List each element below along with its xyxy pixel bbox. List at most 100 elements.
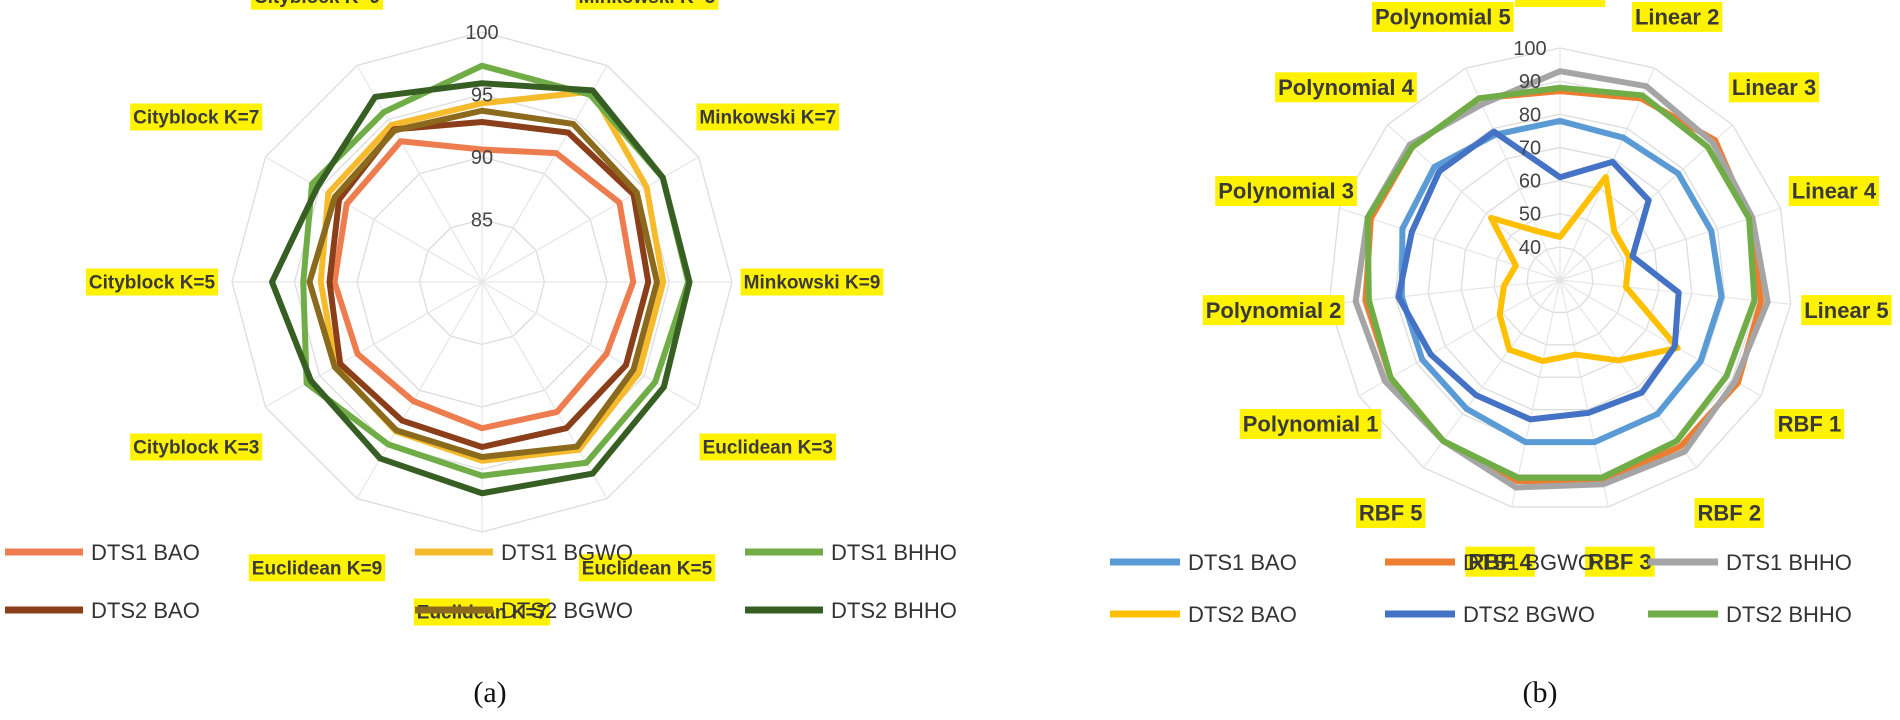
tick-label: 60 xyxy=(1519,171,1541,193)
axis-label-highlight xyxy=(1788,176,1880,207)
axis-label-text: RBF 5 xyxy=(1359,501,1423,526)
grid-spoke xyxy=(356,281,483,499)
tick-label: 90 xyxy=(471,147,493,169)
axis-label-text: Linear 5 xyxy=(1804,298,1888,323)
series-line-dts2-bgwo xyxy=(306,107,660,460)
legend-item-dts2-bhho: DTS2 BHHO xyxy=(1648,602,1852,627)
tick-label: 90 xyxy=(1519,71,1541,93)
chart-caption-a: (a) xyxy=(473,676,506,709)
axis-label-highlight xyxy=(1514,0,1606,7)
axis-label-rbf-5: RBF 5 xyxy=(1355,497,1426,528)
axis-label-linear-5: Linear 5 xyxy=(1801,295,1892,326)
axis-label-euclidean-k-9: Euclidean K=9 xyxy=(248,554,386,582)
axis-label-highlight xyxy=(1215,176,1357,207)
axis-label-text: Euclidean K=5 xyxy=(582,558,713,579)
grid-spoke xyxy=(265,281,483,408)
axis-label-text: Minkowski K=7 xyxy=(699,108,836,129)
grid-spoke xyxy=(481,65,608,283)
legend-item-dts1-bgwo: DTS1 BGWO xyxy=(1385,550,1595,575)
axis-label-polynomial-5: Polynomial 5 xyxy=(1372,1,1514,32)
axis-label-highlight xyxy=(1728,72,1820,103)
axis-label-text: Polynomial 4 xyxy=(1278,75,1414,100)
axis-label-euclidean-k-5: Euclidean K=5 xyxy=(578,554,716,582)
axis-label-text: Cityblock K=9 xyxy=(254,0,380,8)
grid-spoke xyxy=(1559,67,1655,281)
axis-label-rbf-1: RBF 1 xyxy=(1774,409,1845,439)
axis-label-cityblock-k-7: Cityblock K=7 xyxy=(130,103,263,131)
axis-label-linear-2: Linear 2 xyxy=(1631,1,1723,32)
axis-label-highlight xyxy=(1465,546,1535,577)
axis-label-highlight xyxy=(85,268,219,296)
axis-label-text: Polynomial 1 xyxy=(1243,412,1379,437)
grid-spoke xyxy=(1559,279,1697,469)
axis-label-minkowski-k-9: Minkowski K=9 xyxy=(740,268,884,296)
tick-label: 85 xyxy=(471,210,493,232)
tick-label: 40 xyxy=(1519,237,1541,259)
axis-label-highlight xyxy=(1801,295,1892,326)
axis-label-text: Linear 2 xyxy=(1635,5,1719,30)
axis-label-highlight xyxy=(248,554,386,582)
axis-label-highlight xyxy=(1774,409,1845,439)
legend-label: DTS1 BGWO xyxy=(1463,550,1595,575)
axis-label-highlight xyxy=(696,103,840,131)
axis-label-highlight xyxy=(130,103,263,131)
axis-label-rbf-3: RBF 3 xyxy=(1585,546,1655,577)
axis-label-minkowski-k-5: Minkowski K=5 xyxy=(575,0,719,10)
axis-label-text: Euclidean K=9 xyxy=(252,558,382,579)
axis-label-text: Cityblock K=3 xyxy=(133,438,259,459)
grid-spoke xyxy=(481,156,699,283)
axis-label-highlight xyxy=(130,433,263,461)
tick-label: 70 xyxy=(1519,137,1541,159)
legend-item-dts1-bgwo: DTS1 BGWO xyxy=(415,540,633,565)
series-line-dts2-bao xyxy=(1488,174,1681,365)
axis-label-text: Linear 4 xyxy=(1792,179,1877,204)
axis-label-text: RBF 3 xyxy=(1588,549,1652,574)
axis-label-highlight xyxy=(699,433,836,461)
legend-label: DTS2 BHHO xyxy=(831,598,957,623)
series-line-dts1-bao xyxy=(1398,117,1725,446)
axis-label-highlight xyxy=(1355,497,1426,528)
legend-label: DTS1 BAO xyxy=(91,540,200,565)
legend-label: DTS1 BGWO xyxy=(501,540,633,565)
radar-grid-b xyxy=(1328,47,1792,508)
legend-label: DTS1 BHHO xyxy=(1726,550,1852,575)
axis-label-text: Polynomial 5 xyxy=(1375,5,1511,30)
axis-label-cityblock-k-5: Cityblock K=5 xyxy=(85,268,219,296)
grid-spoke xyxy=(1559,207,1781,281)
tick-label: 80 xyxy=(1519,104,1541,126)
legend-label: DTS2 BGWO xyxy=(1463,602,1595,627)
axis-label-text: Polynomial 3 xyxy=(1218,179,1354,204)
axis-label-rbf-4: RBF 4 xyxy=(1465,546,1535,577)
axis-label-minkowski-k-7: Minkowski K=7 xyxy=(696,103,840,131)
grid-ring xyxy=(1526,246,1594,314)
tick-label: 100 xyxy=(465,22,498,44)
grid-spoke xyxy=(356,65,483,283)
legend-a: DTS1 BAO DTS1 BGWO DTS1 BHHO DTS2 BAO DTS2 B… xyxy=(5,540,957,623)
axis-label-rbf-2: RBF 2 xyxy=(1694,497,1765,528)
grid-ring xyxy=(1427,146,1693,411)
axis-label-highlight xyxy=(1585,546,1655,577)
tick-label: 50 xyxy=(1519,204,1541,226)
legend-item-dts2-bao: DTS2 BAO xyxy=(5,598,200,623)
chart-caption-b: (b) xyxy=(1523,676,1558,709)
legend-label: DTS1 BAO xyxy=(1188,550,1297,575)
axis-label-linear-3: Linear 3 xyxy=(1728,72,1820,103)
axis-label-highlight xyxy=(578,554,716,582)
axis-label-text: Linear 1 xyxy=(1518,0,1602,5)
legend-item-dts1-bhho: DTS1 BHHO xyxy=(1648,550,1852,575)
axis-label-text: Minkowski K=9 xyxy=(744,273,881,294)
series-line-dts2-bhho xyxy=(1364,84,1758,481)
axis-label-text: RBF 4 xyxy=(1468,549,1532,574)
series-line-dts2-bao xyxy=(326,119,652,450)
axis-label-polynomial-1: Polynomial 1 xyxy=(1239,409,1382,439)
axis-label-text: RBF 2 xyxy=(1698,501,1762,526)
axis-label-highlight xyxy=(740,268,884,296)
axis-label-highlight xyxy=(1631,1,1723,32)
axis-label-text: Minkowski K=5 xyxy=(579,0,716,8)
axis-label-highlight xyxy=(1202,295,1345,326)
axis-label-text: Polynomial 2 xyxy=(1206,298,1342,323)
axis-label-polynomial-3: Polynomial 3 xyxy=(1215,176,1357,207)
axis-label-highlight xyxy=(1239,409,1382,439)
legend-label: DTS1 BHHO xyxy=(831,540,957,565)
